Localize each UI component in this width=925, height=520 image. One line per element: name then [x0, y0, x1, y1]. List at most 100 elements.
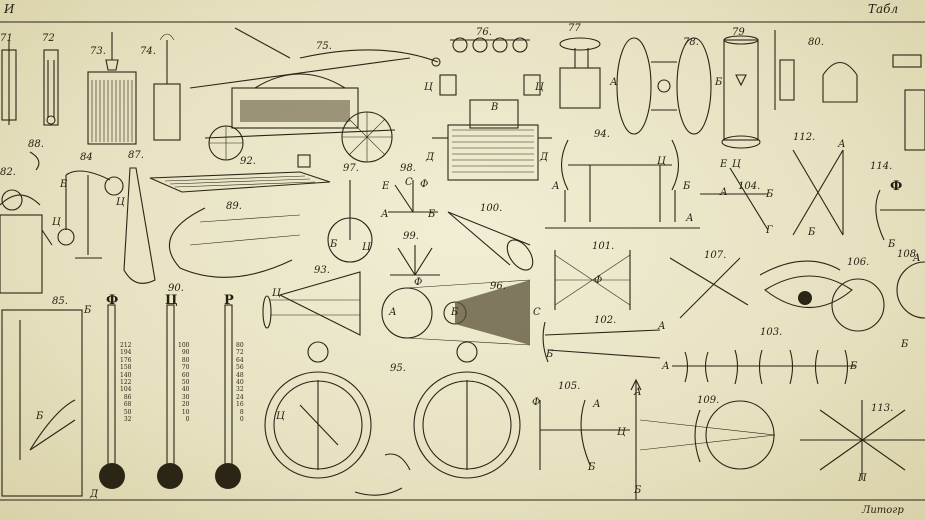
- thermometer-fahrenheit-scale: 212 194 176 158 140 122 104 86 68 50 32: [120, 342, 131, 423]
- figure-105-mirror: [539, 399, 630, 470]
- figure-73-pump-vessel: [87, 32, 137, 145]
- figure-97-99-vectors: [327, 180, 440, 276]
- figure-number: 76.: [476, 27, 492, 38]
- scale-mark: 8: [239, 408, 244, 416]
- figure-number: 79: [732, 27, 745, 38]
- letter-label: Д: [90, 489, 99, 500]
- letter-label: Е: [720, 159, 728, 170]
- figure-number: 107.: [704, 250, 727, 261]
- letter-label: С: [405, 177, 413, 188]
- figure-77-vessel: [559, 37, 601, 109]
- scale-mark: 194: [120, 349, 132, 357]
- figure-number: 89.: [226, 201, 242, 212]
- letter-label: С: [533, 307, 541, 318]
- figure-94-mirrors: [545, 139, 700, 229]
- figure-number: 73.: [90, 46, 106, 57]
- scale-mark: 90: [181, 349, 190, 357]
- figure-number: 77: [568, 23, 581, 34]
- figure-93-lens: [262, 271, 361, 336]
- scale-mark: 56: [236, 364, 244, 372]
- thermometer-reaumur-scale: 80 72 64 56 48 40 32 24 16 8 0: [236, 342, 244, 423]
- figure-number: 93.: [314, 265, 330, 276]
- letter-label: А: [610, 77, 618, 88]
- letter-label: А: [720, 187, 728, 198]
- letter-label: Б: [60, 179, 68, 190]
- figure-90-thermometers: [99, 304, 241, 489]
- figure-number: 113.: [871, 403, 894, 414]
- figure-number: 80.: [808, 37, 824, 48]
- letter-label: А: [686, 213, 694, 224]
- figure-number: 100.: [480, 203, 503, 214]
- scale-mark: 68: [123, 401, 132, 409]
- figure-71-72-tubes: [1, 40, 59, 126]
- figure-108-eye: [759, 260, 885, 332]
- letter-label: Б: [634, 485, 642, 496]
- figure-number: 88.: [28, 139, 44, 150]
- letter-label: Б: [84, 305, 92, 316]
- scale-mark: 0: [185, 416, 190, 424]
- figure-109-eye-section: [639, 400, 776, 470]
- letter-label: Д: [426, 152, 435, 163]
- scale-mark: 30: [181, 393, 190, 401]
- figure-number: 94.: [594, 129, 610, 140]
- letter-label: Б: [808, 227, 816, 238]
- figure-74-fountain: [153, 33, 181, 141]
- figure-number: 98.: [400, 163, 416, 174]
- figure-113-rays: [800, 400, 925, 480]
- letter-label: Ф: [532, 397, 541, 408]
- figure-number: 96.: [490, 281, 506, 292]
- figure-number: 78.: [683, 37, 699, 48]
- letter-label: Ц: [276, 411, 285, 422]
- letter-label: Ц: [272, 288, 281, 299]
- figure-106-arrow: [630, 378, 642, 500]
- figure-number: 75.: [316, 41, 332, 52]
- letter-label: А: [838, 139, 846, 150]
- scale-mark: 80: [181, 356, 190, 364]
- letter-label: Б: [888, 239, 896, 250]
- figure-87-horn: [29, 151, 156, 284]
- letter-label: Б: [715, 77, 723, 88]
- letter-label: Ц: [116, 197, 125, 208]
- figure-number: 104.: [738, 181, 761, 192]
- scale-mark: 50: [123, 408, 132, 416]
- figure-number: 82.: [0, 167, 16, 178]
- scale-mark: 32: [123, 416, 132, 424]
- scale-mark: 16: [236, 401, 244, 409]
- letter-label: Б: [36, 411, 44, 422]
- plate-header-left: И: [4, 2, 15, 16]
- scale-mark: 86: [123, 393, 132, 401]
- letter-label: А: [658, 321, 666, 332]
- figure-number: 112.: [793, 132, 816, 143]
- figure-number: 103.: [760, 327, 783, 338]
- letter-label: Б: [683, 181, 691, 192]
- scale-mark: 20: [181, 401, 190, 409]
- figure-number: 102.: [594, 315, 617, 326]
- figure-number: 87.: [128, 150, 144, 161]
- plate-border: [0, 21, 925, 501]
- scale-mark: 0: [239, 416, 244, 424]
- scale-mark: 24: [236, 393, 244, 401]
- scale-mark: 104: [120, 386, 132, 394]
- figure-101-grid: [554, 250, 631, 310]
- figure-number: 114.: [870, 161, 893, 172]
- scale-mark: 176: [120, 356, 132, 364]
- figure-96-shadow-rays: [381, 279, 531, 346]
- scale-mark: 50: [181, 379, 190, 387]
- letter-label: Ц: [424, 82, 433, 93]
- letter-label: В: [491, 102, 499, 113]
- letter-label: Б: [451, 307, 459, 318]
- figure-number: 85.: [52, 296, 68, 307]
- figure-number: 84: [80, 152, 93, 163]
- letter-label: Ц: [617, 427, 626, 438]
- scale-mark: 60: [181, 371, 190, 379]
- figure-92-tray: [149, 154, 331, 193]
- figure-79-tall-jar: [721, 35, 761, 149]
- figure-number: 101.: [592, 241, 615, 252]
- letter-label: Ц: [535, 82, 544, 93]
- letter-label: Ф: [420, 179, 429, 190]
- plate-header-right: Табл: [868, 2, 899, 16]
- figure-80-apparatus: [774, 30, 925, 151]
- figure-75-fire-engine: [189, 27, 441, 163]
- figure-number: 72: [42, 33, 55, 44]
- figure-number: 105.: [558, 381, 581, 392]
